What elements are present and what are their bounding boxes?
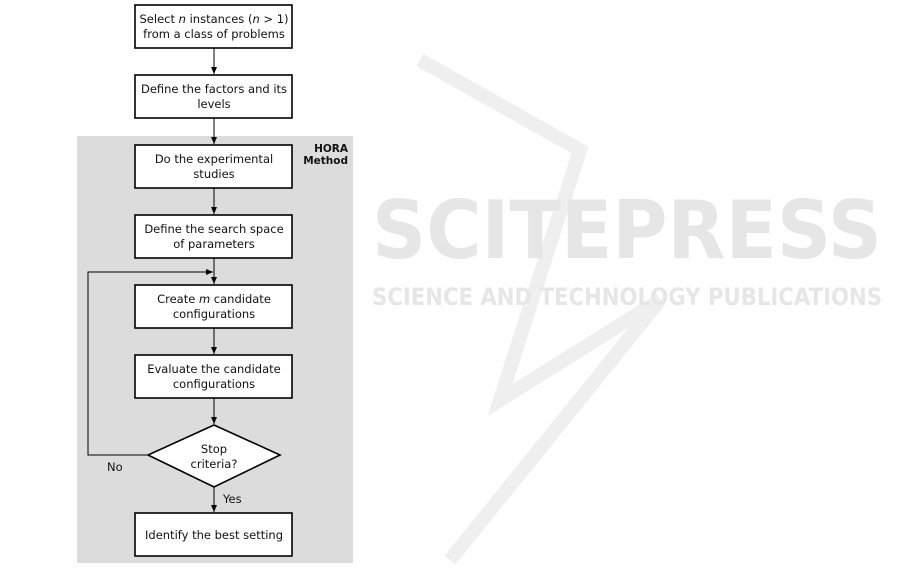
watermark-logo: SCITEPRESS SCIENCE AND TECHNOLOGY PUBLIC… (372, 53, 882, 565)
hora-label-line2: Method (303, 155, 348, 167)
edge-label-no: No (107, 460, 123, 474)
watermark-subtitle: SCIENCE AND TECHNOLOGY PUBLICATIONS (372, 283, 882, 311)
step-experimental-studies: Do the experimental studies (134, 144, 293, 189)
svg-text:Identify the best setting: Identify the best setting (145, 528, 283, 542)
step-select-instances: Select n instances (n > 1) from a class … (134, 4, 293, 49)
arrow-no-loop (87, 269, 213, 456)
svg-text:Evaluate the candidate: Evaluate the candidate (147, 362, 281, 376)
svg-text:levels: levels (197, 97, 230, 111)
hora-label-line1: HORA (314, 143, 349, 155)
svg-text:configurations: configurations (173, 307, 255, 321)
svg-text:Define the search space: Define the search space (144, 222, 283, 236)
svg-text:Do the experimental: Do the experimental (155, 152, 273, 166)
svg-text:criteria?: criteria? (191, 457, 238, 471)
svg-text:studies: studies (193, 167, 234, 181)
svg-text:from a class of problems: from a class of problems (143, 27, 285, 41)
step-define-factors: Define the factors and its levels (134, 74, 293, 119)
step-create-candidates: Create m candidate configurations (134, 284, 293, 329)
edge-label-yes: Yes (222, 492, 242, 506)
watermark-swoosh (416, 53, 666, 565)
svg-text:Define the factors and its: Define the factors and its (141, 82, 287, 96)
svg-text:Create m candidate: Create m candidate (157, 292, 271, 306)
step-search-space: Define the search space of parameters (134, 214, 293, 259)
watermark-title: SCITEPRESS (372, 184, 882, 277)
step-identify-best: Identify the best setting (134, 512, 293, 557)
svg-text:Stop: Stop (201, 442, 227, 456)
step-evaluate-candidates: Evaluate the candidate configurations (134, 354, 293, 399)
decision-stop-criteria: Stop criteria? (146, 424, 282, 488)
hora-method-region (77, 136, 353, 563)
svg-text:configurations: configurations (173, 377, 255, 391)
svg-text:of parameters: of parameters (173, 237, 254, 251)
svg-text:Select n instances (n > 1): Select n instances (n > 1) (140, 12, 289, 26)
